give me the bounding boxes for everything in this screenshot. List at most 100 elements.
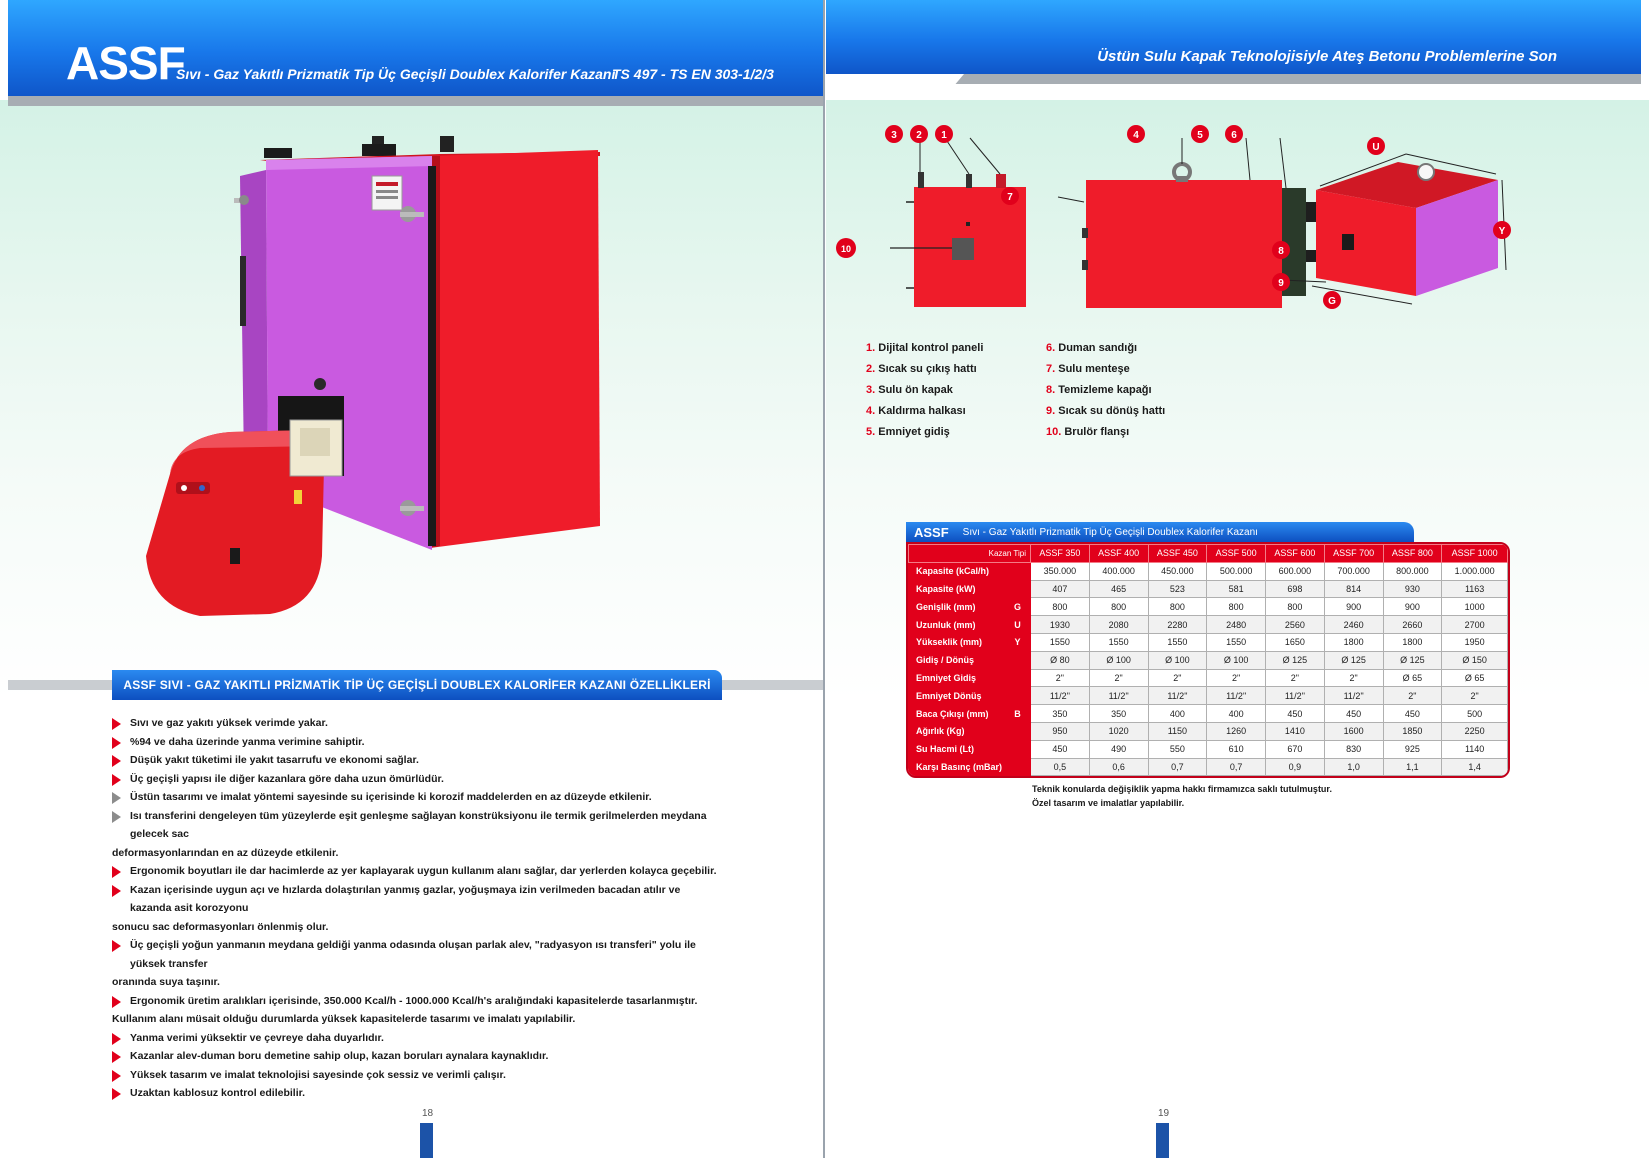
spec-table-title: Sıvı - Gaz Yakıtlı Prizmatik Tip Üç Geçi… [962,526,1258,538]
page-tab [420,1123,433,1158]
legend-item: 7. Sulu menteşe [1046,363,1130,375]
model-header: ASSF 450 [1147,544,1208,563]
list-item: Yüksek tasarım ve imalat teknolojisi say… [112,1066,724,1085]
table-cell: Ø 100 [1088,650,1149,670]
page-number: 18 [422,1108,434,1119]
row-label: Baca Çıkışı (mm) [908,704,1005,723]
table-cell: 2" [1088,668,1149,688]
table-cell: 350.000 [1030,561,1090,581]
legend-item: 10. Brulör flanşı [1046,426,1130,438]
legend-item: 6. Duman sandığı [1046,342,1138,354]
table-cell: 0,6 [1088,757,1149,777]
callout-1: 1 [935,125,953,143]
legend-item: 5. Emniyet gidiş [866,426,950,438]
callout-label: G [1328,296,1336,307]
model-header: ASSF 350 [1030,544,1090,563]
row-symbol [1004,668,1031,688]
table-cell: 2" [1147,668,1208,688]
front-view-diagram [890,137,1026,307]
table-cell: 2" [1382,686,1443,706]
callout-Y: Y [1493,221,1511,239]
list-item: deformasyonlarından en az düzeyde etkile… [112,846,339,859]
table-cell: 2560 [1265,615,1325,634]
features-title: ASSF SIVI - GAZ YAKITLI PRİZMATİK TİP ÜÇ… [112,670,722,700]
list-item: Kullanım alanı müsait olduğu durumlarda … [112,1013,576,1025]
table-cell: 400 [1206,704,1266,723]
page-tab [1156,1123,1169,1158]
row-symbol: G [1004,597,1031,617]
table-cell: 11/2" [1030,686,1090,706]
callout-6: 6 [1225,125,1243,143]
table-cell: 1000 [1441,597,1508,617]
table-cell: 450 [1265,704,1325,723]
header-slogan: Üstün Sulu Kapak Teknolojisiyle Ateş Bet… [1097,48,1557,65]
table-cell: 1163 [1441,579,1508,599]
table-cell: 1550 [1030,632,1090,652]
table-cell: 1020 [1088,721,1149,741]
page-number: 19 [1158,1108,1170,1119]
table-cell: 2" [1206,668,1266,688]
table-cell: 11/2" [1323,686,1384,706]
list-item: Üç geçişli yoğun yanmanın meydana geldiğ… [112,936,724,973]
list-item: Düşük yakıt tüketimi ile yakıt tasarrufu… [112,751,724,770]
row-symbol [1004,721,1031,741]
table-cell: 11/2" [1147,686,1208,706]
table-cell: 11/2" [1206,686,1266,706]
table-note: Teknik konularda değişiklik yapma hakkı … [1032,784,1332,794]
left-page: ASSF Sıvı - Gaz Yakıtlı Prizmatik Tip Üç… [0,0,824,1158]
legend-item: 4. Kaldırma halkası [866,405,966,417]
callout-2: 2 [910,125,928,143]
callout-7: 7 [1001,187,1019,205]
table-cell: 1850 [1382,721,1443,741]
table-cell: 1930 [1030,615,1090,634]
row-label: Uzunluk (mm) [908,615,1005,634]
callout-4: 4 [1127,125,1145,143]
table-note: Özel tasarım ve imalatlar yapılabilir. [1032,798,1185,808]
model-header: ASSF 700 [1323,544,1384,563]
header-band [8,0,824,96]
list-item: %94 ve daha üzerinde yanma verimine sahi… [112,733,724,752]
list-item: Isı transferini dengeleyen tüm yüzeylerd… [112,807,724,844]
table-cell: 1150 [1147,721,1208,741]
table-header-label: Kazan Tipi [908,544,1031,563]
callout-label: 2 [916,130,922,141]
model-header: ASSF 500 [1206,544,1266,563]
callout-5: 5 [1191,125,1209,143]
table-cell: 800 [1088,597,1149,617]
table-cell: 1,1 [1382,757,1443,777]
callout-8: 8 [1272,241,1290,259]
table-cell: 1550 [1088,632,1149,652]
table-cell: 2480 [1206,615,1266,634]
table-cell: 0,5 [1030,757,1090,777]
row-label: Emniyet Gidiş [908,668,1005,688]
table-cell: Ø 125 [1323,650,1384,670]
spec-table-frame: Kazan Tipi ASSF 350 ASSF 400 ASSF 450 AS… [906,542,1510,779]
table-cell: 500.000 [1206,561,1266,581]
row-symbol: Y [1004,632,1031,652]
callout-label: 8 [1278,246,1284,257]
model-header: ASSF 600 [1265,544,1325,563]
spec-table-header: ASSF Sıvı - Gaz Yakıtlı Prizmatik Tip Üç… [906,522,1414,542]
table-cell: Ø 65 [1382,668,1443,688]
callout-U: U [1367,137,1385,155]
legend-item: 2. Sıcak su çıkış hattı [866,363,977,375]
boiler-illustration [146,136,600,616]
table-cell: 800 [1147,597,1208,617]
callout-label: 1 [941,130,947,141]
row-symbol [1004,579,1031,599]
table-cell: 1950 [1441,632,1508,652]
table-cell: 2" [1441,686,1508,706]
row-symbol [1004,757,1031,777]
table-cell: 800 [1030,597,1090,617]
table-cell: 407 [1030,579,1090,599]
brand-logo: ASSF [66,37,186,89]
spec-table: Kazan Tipi ASSF 350 ASSF 400 ASSF 450 AS… [908,544,1508,777]
callout-9: 9 [1272,273,1290,291]
list-item: oranında suya taşınır. [112,976,220,988]
table-cell: Ø 125 [1382,650,1443,670]
